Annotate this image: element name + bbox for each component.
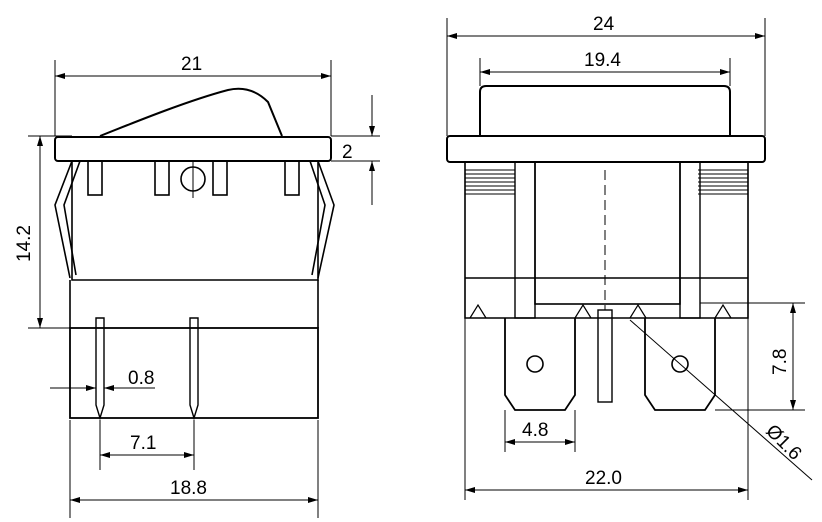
front-flange	[446, 135, 766, 163]
pin-left	[95, 317, 105, 421]
left-dimension-labels: 21 2 14.2 0.8 7.1 18.8	[14, 54, 353, 499]
tab	[154, 160, 170, 196]
right-dimensions	[446, 18, 813, 500]
dim-pin-spacing: 7.1	[130, 433, 156, 454]
right-front-view	[446, 85, 766, 411]
tab	[212, 160, 228, 196]
dim-terminal-height: 7.8	[770, 349, 791, 375]
dim-width-overall: 24	[593, 14, 615, 35]
left-side-view	[54, 87, 335, 421]
tab	[87, 160, 103, 196]
dim-width-base: 22.0	[585, 468, 622, 489]
rocker-button	[99, 87, 283, 137]
tab	[284, 160, 300, 196]
left-snap-clip	[54, 160, 81, 279]
dim-width-top: 21	[181, 54, 202, 75]
center-block	[534, 161, 681, 305]
housing-upper	[71, 161, 319, 281]
left-dimensions	[28, 60, 380, 518]
dim-body-height: 14.2	[14, 225, 35, 262]
top-flange	[54, 136, 332, 162]
terminal-left	[504, 318, 576, 411]
dim-rocker-thickness: 2	[342, 142, 353, 163]
terminal-left-hole	[526, 355, 544, 373]
dim-width-rocker: 19.4	[584, 50, 621, 71]
terminal-right	[644, 318, 716, 411]
dim-width-bottom: 18.8	[170, 478, 207, 499]
front-housing	[464, 162, 749, 319]
pin-right	[189, 317, 199, 421]
dim-hole-diameter: Ø1.6	[761, 421, 805, 465]
dim-pin-thickness: 0.8	[128, 368, 154, 389]
right-snap-clip	[309, 160, 335, 279]
terminal-right-hole	[671, 355, 689, 373]
lower-body	[69, 327, 319, 419]
right-ribs	[698, 169, 748, 195]
center-pin	[597, 309, 613, 403]
teeth	[469, 303, 732, 319]
left-ribs	[465, 169, 515, 195]
rocker-top	[479, 85, 731, 136]
dim-terminal-width: 4.8	[522, 420, 548, 441]
